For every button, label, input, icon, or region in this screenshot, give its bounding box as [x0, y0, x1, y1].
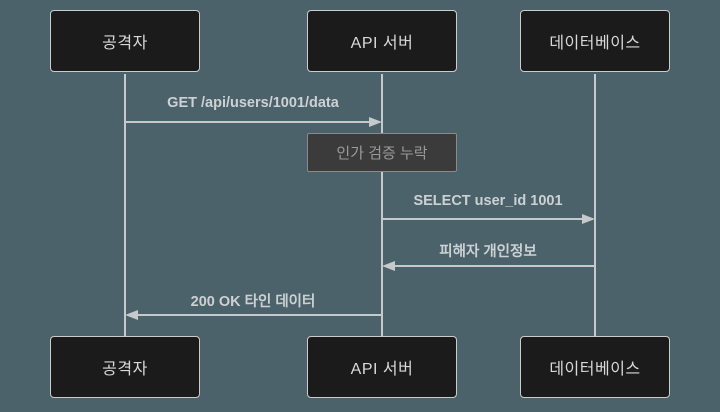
lifeline-api-server — [381, 74, 383, 336]
message-line-select-query — [382, 218, 583, 220]
actor-box-attacker-top: 공격자 — [50, 10, 200, 72]
note-authorization-check-missing: 인가 검증 누락 — [307, 133, 457, 172]
lifeline-attacker — [124, 74, 126, 336]
actor-box-api-server-top: API 서버 — [307, 10, 457, 72]
arrowhead-left-icon — [382, 261, 395, 271]
actor-box-api-server-bottom: API 서버 — [307, 336, 457, 398]
message-line-200-ok-response — [137, 314, 382, 316]
actor-box-database-bottom: 데이터베이스 — [520, 336, 670, 398]
arrowhead-right-icon — [369, 117, 382, 127]
message-label-get-request: GET /api/users/1001/data — [167, 95, 339, 111]
actor-label: API 서버 — [350, 35, 414, 52]
actor-label: 데이터베이스 — [549, 35, 641, 52]
actor-box-attacker-bottom: 공격자 — [50, 336, 200, 398]
message-label-200-ok-response: 200 OK 타인 데이터 — [190, 294, 316, 310]
actor-label: 데이터베이스 — [549, 361, 641, 378]
message-label-select-query: SELECT user_id 1001 — [413, 193, 563, 209]
lifeline-database — [594, 74, 596, 336]
arrowhead-left-icon — [125, 310, 138, 320]
note-label: 인가 검증 누락 — [336, 145, 428, 162]
actor-box-database-top: 데이터베이스 — [520, 10, 670, 72]
actor-label: 공격자 — [102, 361, 148, 378]
message-label-victim-personal-data: 피해자 개인정보 — [439, 244, 537, 260]
actor-label: 공격자 — [102, 35, 148, 52]
arrowhead-right-icon — [582, 214, 595, 224]
actor-label: API 서버 — [350, 361, 414, 378]
message-line-victim-personal-data — [394, 265, 595, 267]
message-line-get-request — [125, 121, 370, 123]
